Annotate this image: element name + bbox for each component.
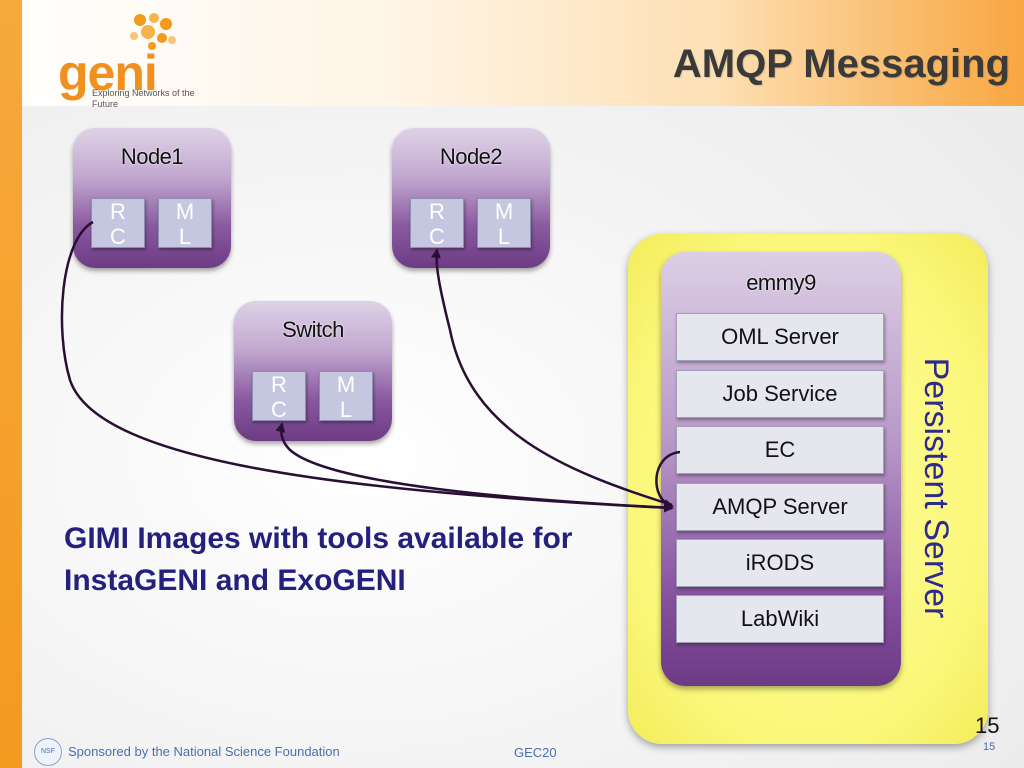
persistent-server-label: Persistent Server <box>917 357 955 619</box>
service-job-service: Job Service <box>676 370 884 418</box>
node1-rc-chip: RC <box>91 198 145 249</box>
nsf-logo-icon: NSF <box>34 738 62 766</box>
header-band <box>0 0 1024 106</box>
switch-box: Switch RC ML <box>234 301 392 441</box>
left-accent-bar <box>0 0 22 768</box>
service-irods: iRODS <box>676 539 884 587</box>
logo-wordmark: geni <box>58 45 158 101</box>
node2-box: Node2 RC ML <box>392 128 550 268</box>
footer-event: GEC20 <box>514 745 557 760</box>
slide-caption: GIMI Images with tools available for Ins… <box>64 522 573 597</box>
footer-page-number: 15 <box>983 741 996 753</box>
node1-box: Node1 RC ML <box>73 128 231 268</box>
service-oml-server: OML Server <box>676 313 884 361</box>
node2-label: Node2 <box>439 144 503 169</box>
page-number-large: 15 <box>975 713 1000 738</box>
node2-rc-chip: RC <box>410 198 464 249</box>
service-amqp-server: AMQP Server <box>676 483 884 531</box>
node1-ml-chip: ML <box>158 198 212 249</box>
geni-logo: geni Exploring Networks of the Future <box>40 10 220 109</box>
node2-ml-chip: ML <box>477 198 531 249</box>
logo-dots-icon <box>130 13 176 50</box>
emmy9-label: emmy9 <box>746 270 816 295</box>
logo-subtitle: Exploring Networks of the Future <box>92 88 195 109</box>
switch-ml-chip: ML <box>319 371 373 422</box>
service-labwiki: LabWiki <box>676 595 884 643</box>
switch-rc-chip: RC <box>252 371 306 422</box>
slide-title: AMQP Messaging <box>672 42 1010 86</box>
service-ec: EC <box>676 426 884 474</box>
node1-label: Node1 <box>120 144 184 169</box>
switch-label: Switch <box>282 317 344 342</box>
footer-sponsor: Sponsored by the National Science Founda… <box>68 744 340 759</box>
